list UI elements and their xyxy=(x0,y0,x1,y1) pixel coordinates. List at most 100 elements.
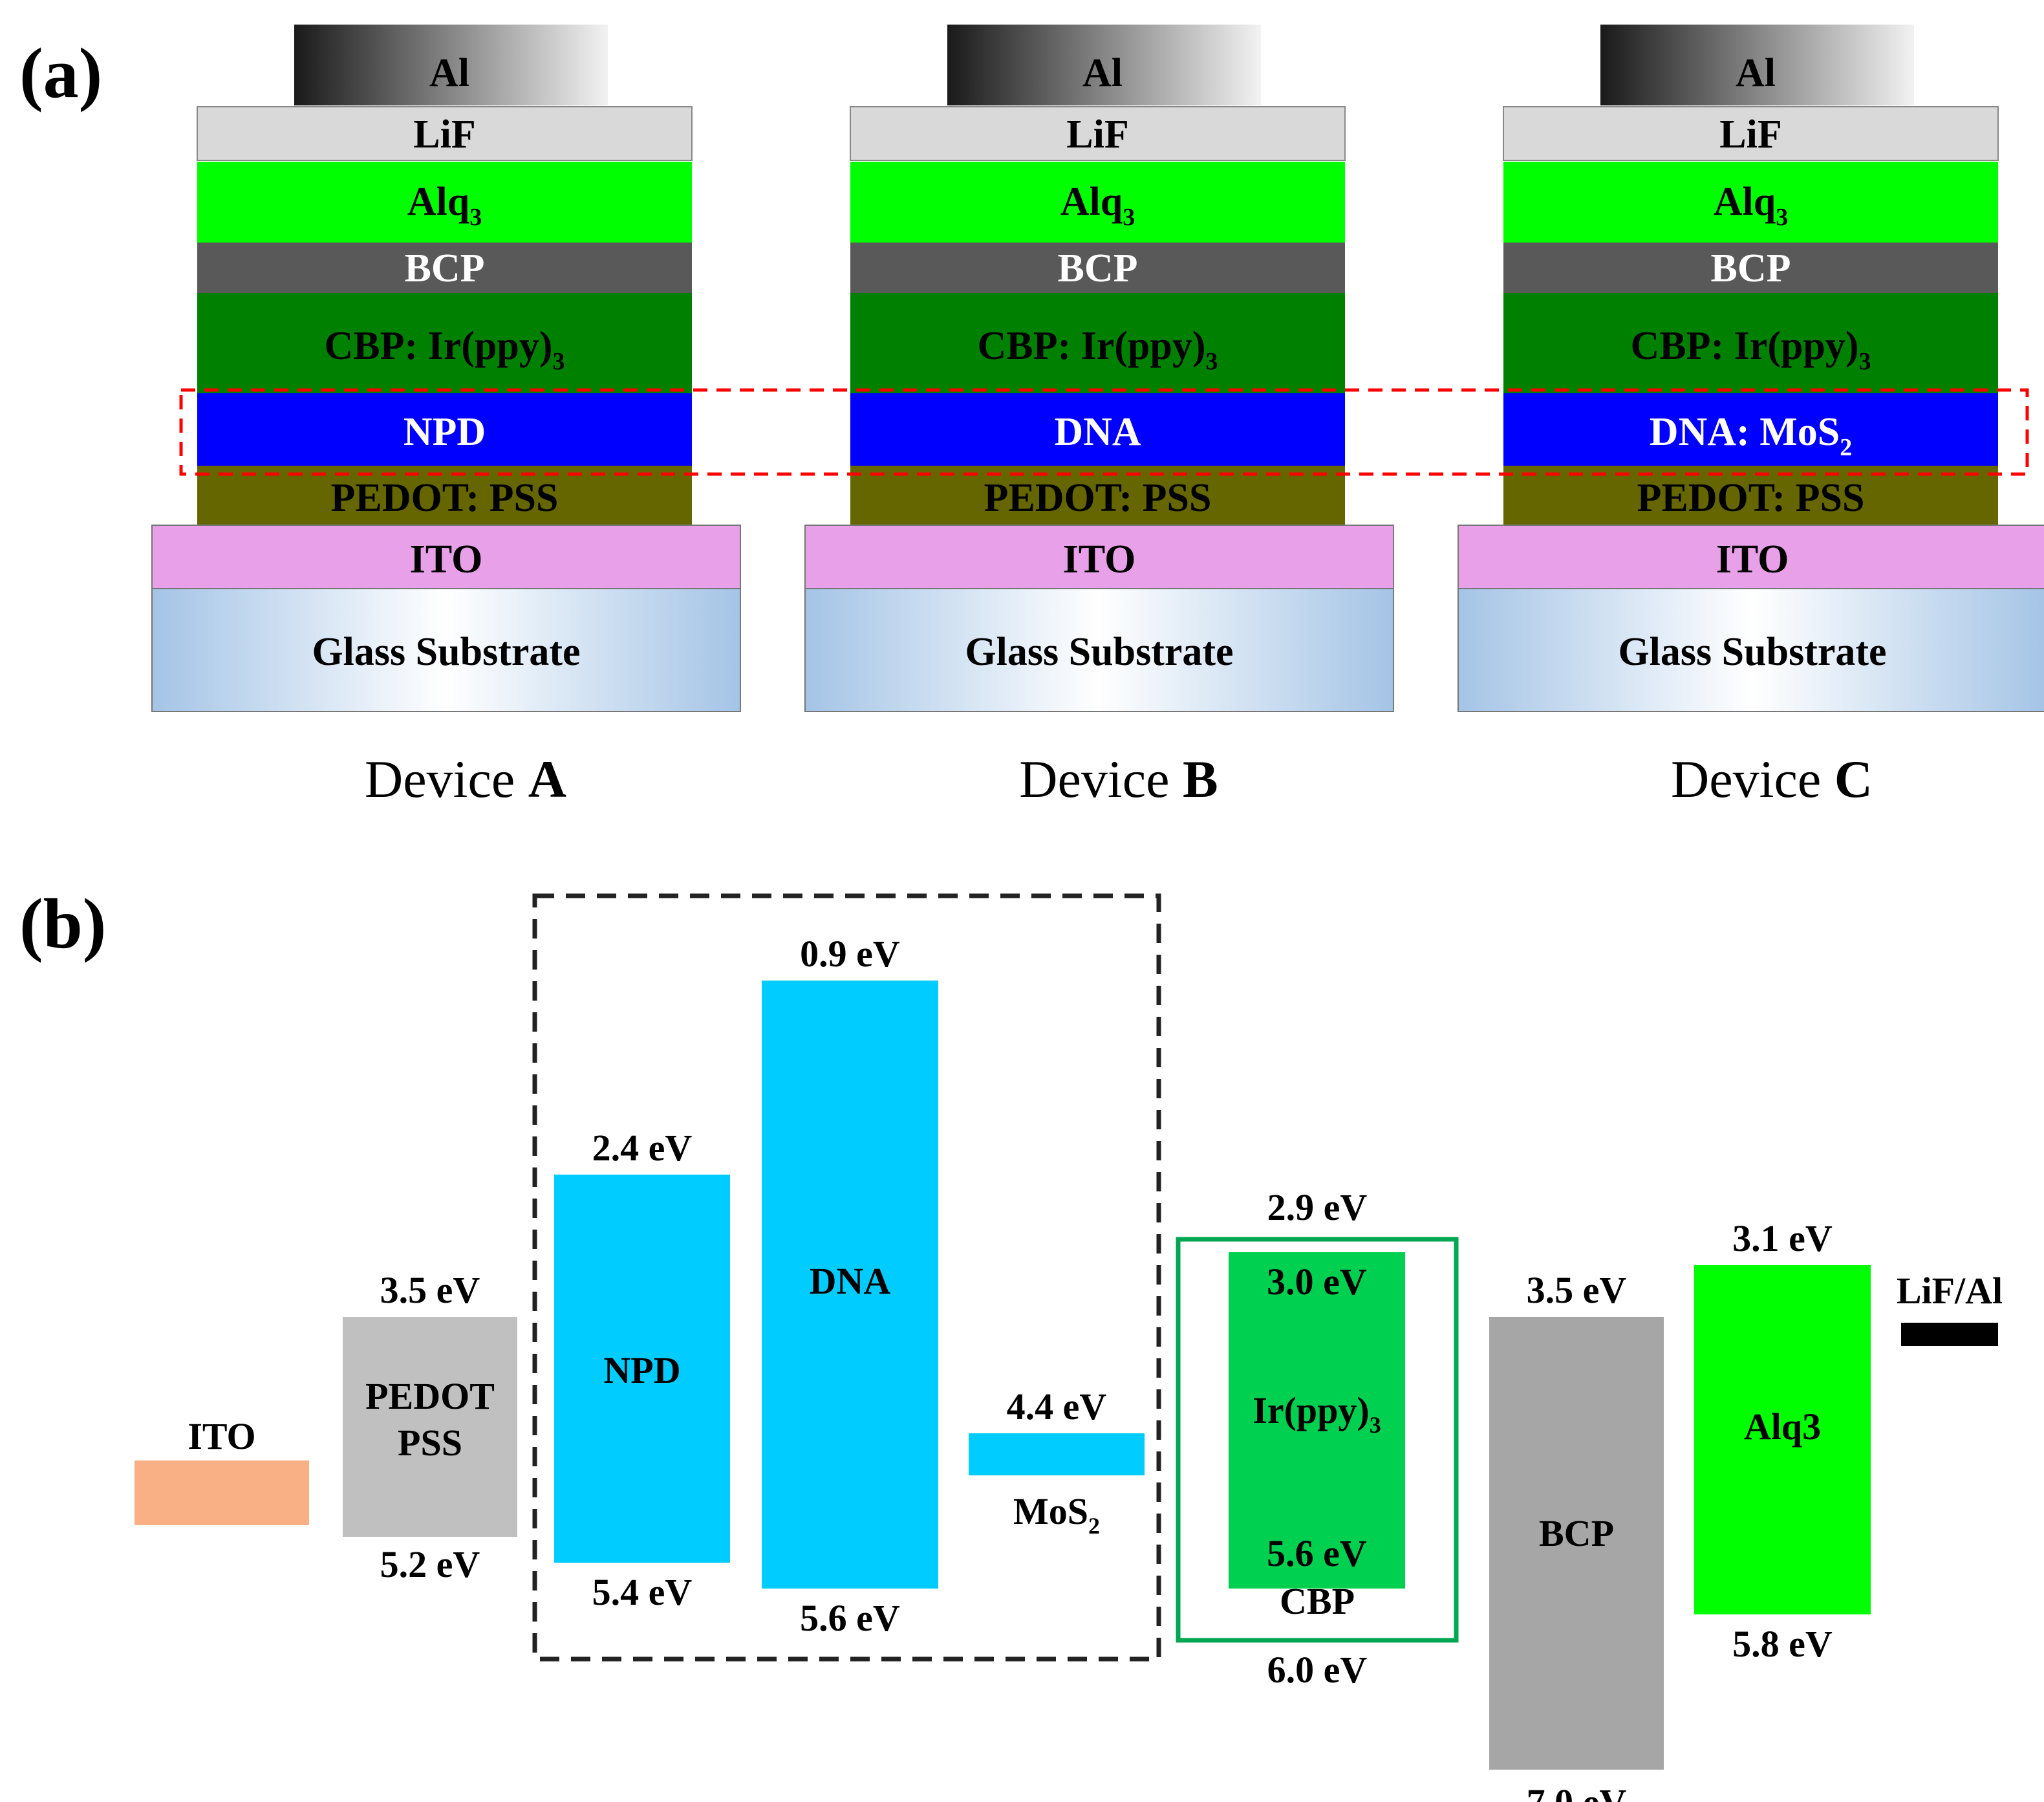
al-label: Al xyxy=(429,51,469,95)
pedot-energy-band xyxy=(343,1317,517,1537)
pedot-pss-layer xyxy=(197,466,692,525)
glass-substrate-layer xyxy=(1458,588,2044,712)
ito-layer xyxy=(804,525,1394,589)
alq3-level-name: Alq3 xyxy=(1744,1406,1821,1448)
irppy3-energy-band xyxy=(1229,1252,1405,1589)
cbp-irppy3-label: CBP: Ir(ppy)3 xyxy=(324,324,565,375)
ito-layer xyxy=(1458,525,2044,589)
irppy3-level-name: Ir(ppy)3 xyxy=(1253,1389,1381,1438)
glass-substrate-layer xyxy=(151,588,741,712)
htl-layer xyxy=(197,393,692,466)
mos2-level-name: MoS2 xyxy=(1013,1490,1100,1539)
alq3-lumo-label: 3.1 eV xyxy=(1732,1217,1833,1259)
ito-label: ITO xyxy=(410,537,483,581)
glass-substrate-label: Glass Substrate xyxy=(965,630,1233,674)
bcp-label: BCP xyxy=(1711,246,1791,290)
cbp-energy-band xyxy=(1176,1237,1459,1643)
cbp-lumo-label: 2.9 eV xyxy=(1267,1186,1368,1228)
npd-level-name: NPD xyxy=(603,1349,680,1391)
npd-energy-band xyxy=(554,1175,730,1563)
pedot-pss-layer xyxy=(1503,466,1998,525)
cbp-irppy3-layer xyxy=(1503,293,1998,393)
lif-label: LiF xyxy=(1719,113,1781,157)
al-label: Al xyxy=(1736,51,1776,95)
bcp-homo-label: 7.0 eV xyxy=(1527,1781,1627,1802)
device-caption: Device C xyxy=(1671,750,1873,809)
lif-layer xyxy=(850,106,1346,161)
pedot-pss-layer xyxy=(850,466,1345,525)
htl-label: DNA xyxy=(1054,410,1141,454)
bcp-level-name: BCP xyxy=(1539,1512,1614,1554)
glass-substrate-label: Glass Substrate xyxy=(1618,630,1886,674)
device-caption: Device A xyxy=(365,750,566,809)
glass-substrate-layer xyxy=(804,588,1394,712)
pedot-pss-label: PEDOT: PSS xyxy=(1637,476,1865,520)
htl-label: DNA: MoS2 xyxy=(1650,410,1852,461)
ito-energy-level xyxy=(134,1460,309,1525)
ito-label: ITO xyxy=(1063,537,1136,581)
bcp-label: BCP xyxy=(1058,246,1138,290)
dna-energy-band xyxy=(762,981,938,1589)
bcp-lumo-label: 3.5 eV xyxy=(1527,1269,1627,1311)
dna-level-name: DNA xyxy=(810,1260,891,1302)
lif-layer xyxy=(197,106,693,161)
al-label: Al xyxy=(1082,51,1123,95)
lif-label: LiF xyxy=(413,113,475,157)
dna-lumo-label: 0.9 eV xyxy=(800,933,900,975)
alq3-label: Alq3 xyxy=(1060,180,1135,231)
cbp-homo-label: 6.0 eV xyxy=(1267,1649,1368,1691)
htl-highlight-dashed-box xyxy=(179,388,2029,476)
htl-layer xyxy=(850,393,1345,466)
alq3-label: Alq3 xyxy=(407,180,482,231)
alq3-homo-label: 5.8 eV xyxy=(1732,1623,1833,1665)
bcp-layer xyxy=(1503,243,1998,293)
al-layer xyxy=(294,25,608,105)
panel-label-a: (a) xyxy=(19,34,102,113)
alq3-label: Alq3 xyxy=(1714,180,1788,231)
alq3-energy-band xyxy=(1694,1265,1871,1614)
cbp-irppy3-label: CBP: Ir(ppy)3 xyxy=(1630,324,1871,375)
al-layer xyxy=(1600,25,1914,105)
lifal-level-name: LiF/Al xyxy=(1897,1270,2003,1312)
cbp-irppy3-layer xyxy=(850,293,1345,393)
pedot-homo-label: 5.2 eV xyxy=(380,1543,480,1585)
glass-substrate-label: Glass Substrate xyxy=(312,630,580,674)
dna-homo-label: 5.6 eV xyxy=(800,1597,900,1639)
bcp-energy-band xyxy=(1489,1317,1664,1770)
alq3-layer xyxy=(850,162,1345,243)
alq3-layer xyxy=(197,162,692,243)
pedot-pss-label: PEDOT: PSS xyxy=(984,476,1212,520)
irppy3-lumo-label: 3.0 eV xyxy=(1267,1261,1367,1303)
ito-label: ITO xyxy=(1716,537,1789,581)
cbp-irppy3-layer xyxy=(197,293,692,393)
bcp-layer xyxy=(197,243,692,293)
bcp-layer xyxy=(850,243,1345,293)
alq3-layer xyxy=(1503,162,1998,243)
lif-layer xyxy=(1503,106,1999,161)
ito-level-name: ITO xyxy=(188,1415,255,1457)
htl-layer xyxy=(1503,393,1998,466)
npd-lumo-label: 2.4 eV xyxy=(592,1127,693,1169)
pedot-lumo-label: 3.5 eV xyxy=(380,1269,480,1311)
lif-label: LiF xyxy=(1066,113,1128,157)
htl-label: NPD xyxy=(403,410,486,454)
ito-layer xyxy=(151,525,741,589)
device-caption: Device B xyxy=(1019,750,1218,809)
mos2-level-label: 4.4 eV xyxy=(1007,1385,1107,1427)
htl-candidates-dashed-box xyxy=(532,893,1161,1662)
mos2-energy-level xyxy=(969,1433,1145,1475)
al-layer xyxy=(947,25,1261,105)
cbp-irppy3-label: CBP: Ir(ppy)3 xyxy=(977,324,1218,375)
irppy3-homo-label: 5.6 eV xyxy=(1267,1532,1367,1574)
lifal-energy-level xyxy=(1901,1323,1998,1346)
panel-label-b: (b) xyxy=(19,884,106,963)
pedot-pss-label: PEDOT: PSS xyxy=(331,476,559,520)
bcp-label: BCP xyxy=(405,246,485,290)
